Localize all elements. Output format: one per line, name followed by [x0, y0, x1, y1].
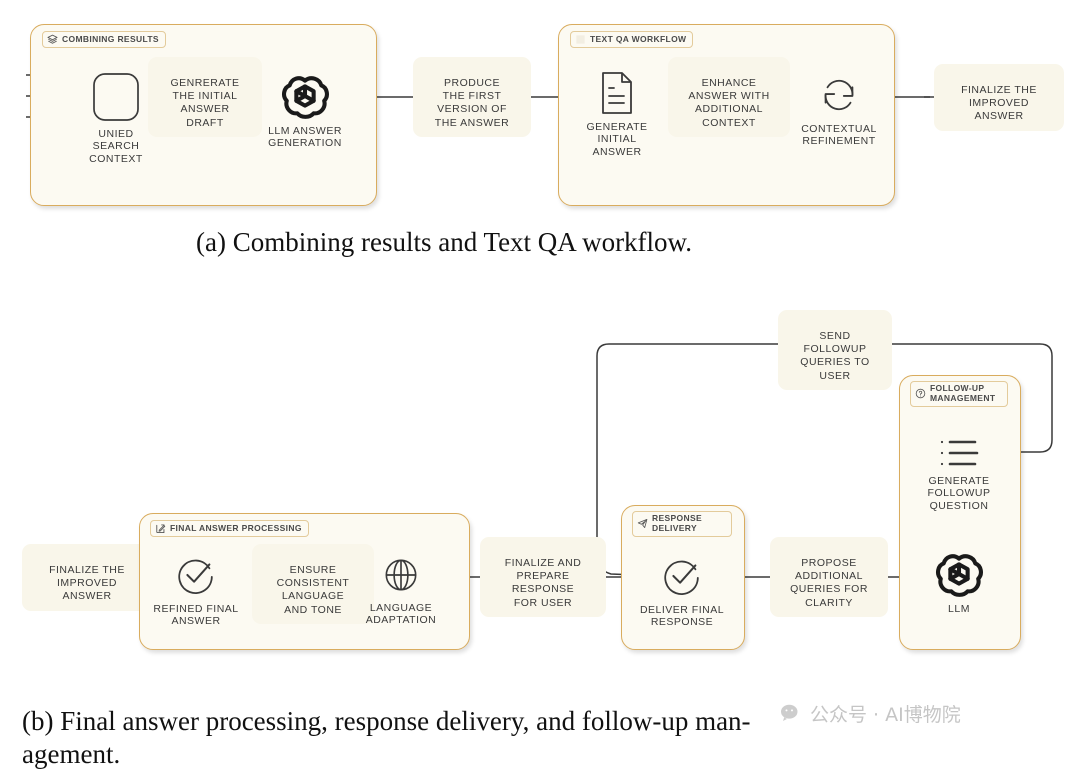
edge-label-text: FINALIZE THE IMPROVED ANSWER [49, 564, 125, 603]
openai-logo-icon [281, 72, 329, 120]
edge-label-finalize-prepare-response: FINALIZE AND PREPARE RESPONSE FOR USER [480, 537, 606, 617]
edge-label-finalize-improved-answer-in: FINALIZE THE IMPROVED ANSWER [22, 544, 152, 611]
group-label-combining-results: COMBINING RESULTS [42, 31, 166, 48]
group-label-text: RESPONSE DELIVERY [652, 513, 703, 533]
node-unied-search-context: UNIED SEARCH CONTEXT [68, 71, 164, 165]
caption-panel-b: (b) Final answer processing, response de… [22, 672, 1062, 771]
edge-label-text: GENRERATE THE INITIAL ANSWER DRAFT [170, 77, 240, 129]
node-language-adaptation: LANGUAGE ADAPTATION [355, 553, 447, 627]
group-label-response-delivery: RESPONSE DELIVERY [632, 511, 732, 537]
edge-label-enhance-answer: ENHANCE ANSWER WITH ADDITIONAL CONTEXT [668, 57, 790, 137]
caption-panel-a: (a) Combining results and Text QA workfl… [196, 226, 896, 259]
group-label-text: FINAL ANSWER PROCESSING [170, 522, 302, 533]
edge-label-propose-additional-queries: PROPOSE ADDITIONAL QUERIES FOR CLARITY [770, 537, 888, 617]
edge-label-produce-first-version: PRODUCE THE FIRST VERSION OF THE ANSWER [413, 57, 531, 137]
node-deliver-final-response: DELIVER FINAL RESPONSE [638, 553, 726, 629]
group-label-final-answer-processing: FINAL ANSWER PROCESSING [150, 520, 309, 537]
watermark-text: 公众号 · AI博物院 [810, 704, 961, 726]
node-caption: CONTEXTUAL REFINEMENT [801, 123, 877, 148]
refresh-cycle-icon [816, 72, 862, 118]
caption-text: (b) Final answer processing, response de… [22, 705, 751, 769]
pencil-square-icon [156, 524, 166, 534]
node-caption: LANGUAGE ADAPTATION [365, 602, 437, 627]
group-follow-up-management [899, 375, 1021, 650]
edge-label-text: FINALIZE THE IMPROVED ANSWER [961, 84, 1037, 123]
edge-label-text: ENHANCE ANSWER WITH ADDITIONAL CONTEXT [688, 77, 770, 129]
node-caption: DELIVER FINAL RESPONSE [639, 604, 725, 629]
edge-label-text: PROPOSE ADDITIONAL QUERIES FOR CLARITY [790, 557, 868, 609]
check-circle-icon [659, 553, 705, 599]
node-llm: LLM [928, 550, 990, 615]
layers-icon [47, 34, 58, 44]
check-circle-icon [173, 552, 219, 598]
node-llm-answer-generation: LLM ANSWER GENERATION [255, 72, 355, 150]
edge-label-text: SEND FOLLOWUP QUERIES TO USER [800, 330, 870, 382]
node-caption: UNIED SEARCH CONTEXT [89, 128, 143, 165]
list-icon [935, 436, 983, 470]
edge-label-text: ENSURE CONSISTENT LANGUAGE AND TONE [276, 564, 350, 616]
node-caption: REFINED FINAL ANSWER [153, 603, 239, 628]
group-label-text: FOLLOW-UP MANAGEMENT [930, 383, 996, 403]
document-icon [597, 70, 637, 116]
wechat-icon [781, 704, 798, 721]
node-generate-followup-question: GENERATE FOLLOWUP QUESTION [913, 436, 1005, 512]
edge-label-text: PRODUCE THE FIRST VERSION OF THE ANSWER [434, 77, 510, 129]
node-generate-initial-answer: GENERATE INITIAL ANSWER [585, 70, 649, 158]
node-contextual-refinement: CONTEXTUAL REFINEMENT [786, 72, 892, 148]
rounded-square-icon [91, 71, 141, 123]
group-label-text: COMBINING RESULTS [62, 33, 159, 44]
edge-label-send-followup-queries: SEND FOLLOWUP QUERIES TO USER [778, 310, 892, 390]
node-caption: LLM ANSWER GENERATION [268, 125, 342, 150]
node-caption: LLM [948, 603, 970, 615]
edge-label-finalize-improved-answer: FINALIZE THE IMPROVED ANSWER [934, 64, 1064, 131]
paper-plane-icon [637, 519, 648, 529]
group-label-follow-up-management: FOLLOW-UP MANAGEMENT [910, 381, 1008, 407]
group-label-text-qa-workflow: TEXT QA WORKFLOW [570, 31, 694, 48]
edge-label-generate-initial-answer-draft: GENRERATE THE INITIAL ANSWER DRAFT [148, 57, 262, 137]
node-refined-final-answer: REFINED FINAL ANSWER [152, 552, 240, 628]
caption-text: (a) Combining results and Text QA workfl… [196, 227, 693, 257]
node-caption: GENERATE INITIAL ANSWER [586, 121, 648, 158]
node-caption: GENERATE FOLLOWUP QUESTION [927, 475, 991, 512]
watermark: 公众号 · AI博物院 [780, 700, 961, 727]
blank-icon [576, 35, 585, 44]
edge-label-ensure-consistent-language: ENSURE CONSISTENT LANGUAGE AND TONE [252, 544, 374, 624]
openai-logo-icon [935, 550, 983, 598]
edge-label-text: FINALIZE AND PREPARE RESPONSE FOR USER [504, 557, 582, 609]
globe-icon [379, 553, 423, 597]
group-label-text: TEXT QA WORKFLOW [590, 33, 687, 44]
question-circle-icon [915, 389, 926, 399]
